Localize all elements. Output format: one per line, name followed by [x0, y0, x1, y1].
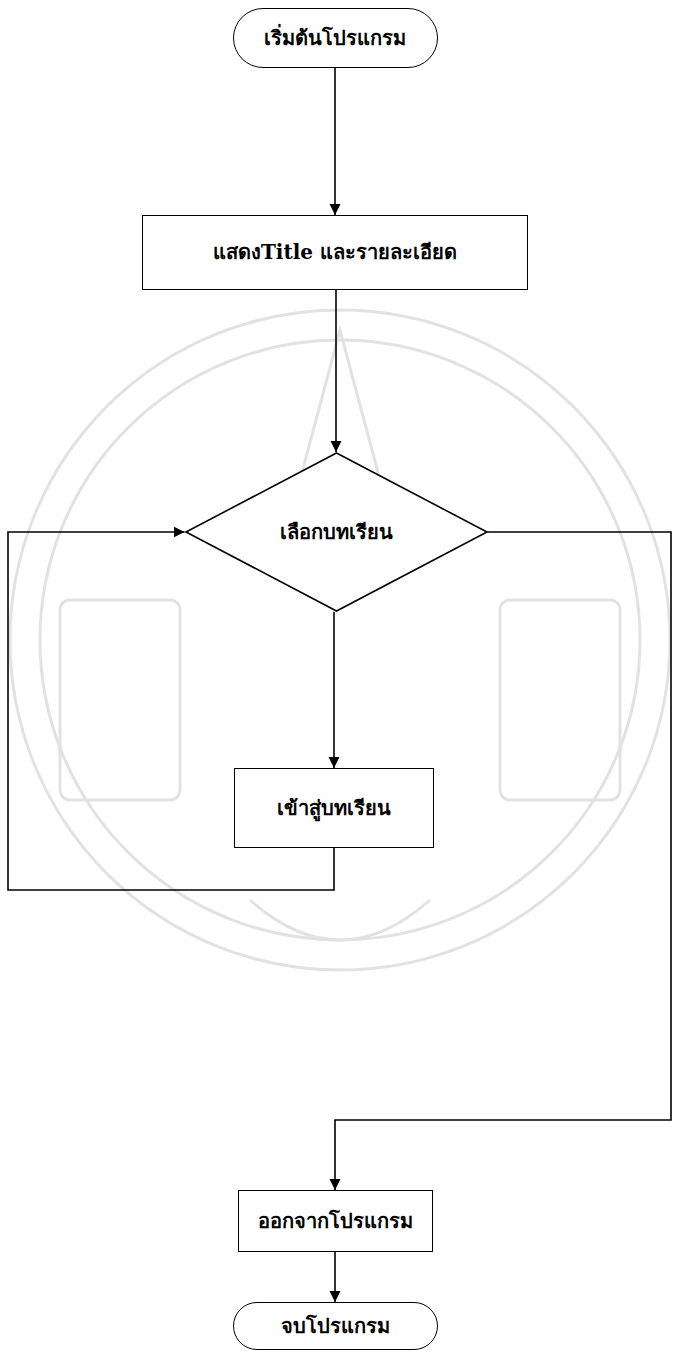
terminator: จบโปรแกรม — [233, 1302, 438, 1350]
node-label: เลือกบทเรียน — [280, 520, 393, 545]
decision-diamond: เลือกบทเรียน — [185, 452, 488, 612]
process-box: เข้าสู่บทเรียน — [234, 768, 434, 848]
node-label: ออกจากโปรแกรม — [258, 1209, 413, 1234]
flow-arrow — [335, 532, 671, 1190]
flow-arrow — [335, 290, 337, 452]
flow-arrow — [334, 1252, 336, 1302]
flow-arrow — [334, 68, 336, 215]
terminator: เริ่มต้นโปรแกรม — [233, 8, 438, 68]
seal-outline — [10, 310, 670, 970]
process-box: ออกจากโปรแกรม — [238, 1190, 433, 1252]
node-label: จบโปรแกรม — [281, 1314, 390, 1339]
process-box: แสดงTitle และรายละเอียด — [142, 215, 528, 290]
node-label: เข้าสู่บทเรียน — [277, 796, 391, 821]
flow-arrow — [333, 612, 335, 768]
node-label: เริ่มต้นโปรแกรม — [264, 26, 406, 51]
node-label: แสดงTitle และรายละเอียด — [213, 240, 457, 265]
